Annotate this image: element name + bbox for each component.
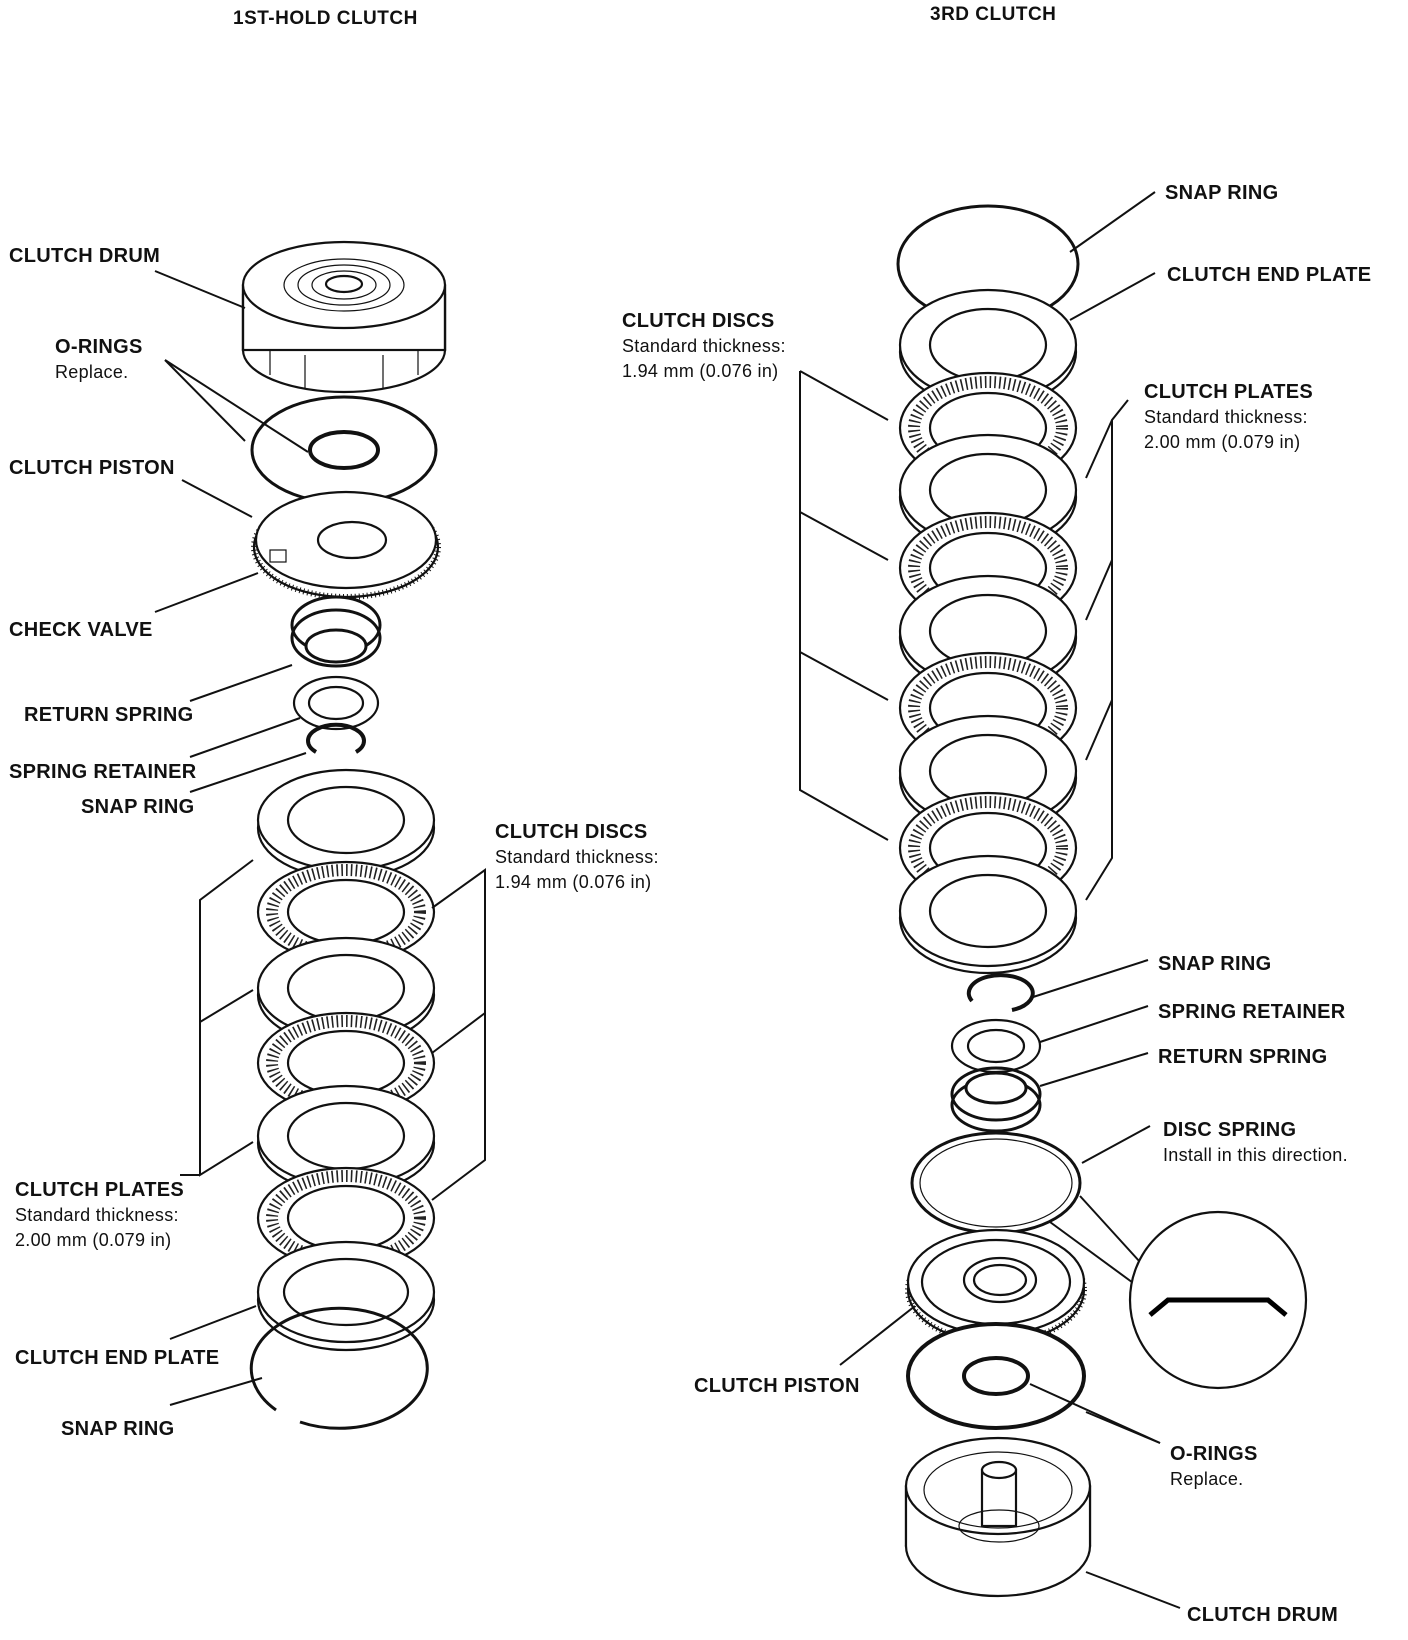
left-spring-retainer xyxy=(292,675,380,731)
right-label-o-rings: O-RINGS Replace. xyxy=(1170,1443,1258,1489)
right-label-spring-retainer: SPRING RETAINER xyxy=(1158,1001,1346,1023)
left-label-clutch-plates: CLUTCH PLATES Standard thickness: 2.00 m… xyxy=(15,1179,185,1250)
right-label-return-spring: RETURN SPRING xyxy=(1158,1046,1328,1068)
right-o-rings xyxy=(906,1322,1086,1430)
leader-lines xyxy=(154,191,1181,1609)
left-o-rings xyxy=(250,395,438,505)
left-clutch-drum xyxy=(241,240,447,394)
right-clutch-piston xyxy=(905,1228,1087,1345)
left-title: 1ST-HOLD CLUTCH xyxy=(233,8,418,29)
right-clutch-pack xyxy=(898,288,1078,975)
left-clutch-pack xyxy=(256,768,436,1352)
right-return-spring xyxy=(950,1066,1042,1133)
left-label-clutch-discs: CLUTCH DISCS Standard thickness: 1.94 mm… xyxy=(495,821,659,892)
left-label-spring-retainer: SPRING RETAINER xyxy=(9,761,197,783)
left-label-snap-ring-lower: SNAP RING xyxy=(61,1418,175,1440)
disc-spring-detail-callout xyxy=(1049,1195,1308,1390)
right-label-snap-ring-mid: SNAP RING xyxy=(1158,953,1272,975)
right-title: 3RD CLUTCH xyxy=(930,4,1057,25)
right-snap-ring-small xyxy=(966,973,1035,1012)
left-label-o-rings: O-RINGS Replace. xyxy=(55,336,143,382)
right-label-clutch-drum: CLUTCH DRUM xyxy=(1187,1604,1339,1626)
right-label-clutch-end-plate: CLUTCH END PLATE xyxy=(1167,264,1372,286)
left-snap-ring-small xyxy=(306,722,366,754)
left-label-clutch-piston: CLUTCH PISTON xyxy=(9,457,175,479)
right-clutch-drum xyxy=(904,1436,1092,1598)
right-label-clutch-piston: CLUTCH PISTON xyxy=(694,1375,860,1397)
left-label-clutch-end-plate: CLUTCH END PLATE xyxy=(15,1347,220,1369)
right-disc-spring xyxy=(910,1131,1082,1235)
left-label-snap-ring-upper: SNAP RING xyxy=(81,796,195,818)
left-snap-ring-large xyxy=(249,1306,429,1430)
right-label-disc-spring: DISC SPRING Install in this direction. xyxy=(1163,1119,1348,1165)
left-clutch-piston xyxy=(251,490,441,600)
left-label-check-valve: CHECK VALVE xyxy=(9,619,153,641)
left-return-spring xyxy=(290,595,382,668)
right-spring-retainer xyxy=(950,1018,1042,1074)
right-label-clutch-discs: CLUTCH DISCS Standard thickness: 1.94 mm… xyxy=(622,310,786,381)
right-label-snap-ring-top: SNAP RING xyxy=(1165,182,1279,204)
left-label-return-spring: RETURN SPRING xyxy=(24,704,194,726)
left-label-clutch-drum: CLUTCH DRUM xyxy=(9,245,161,267)
right-label-clutch-plates: CLUTCH PLATES Standard thickness: 2.00 m… xyxy=(1144,381,1314,452)
